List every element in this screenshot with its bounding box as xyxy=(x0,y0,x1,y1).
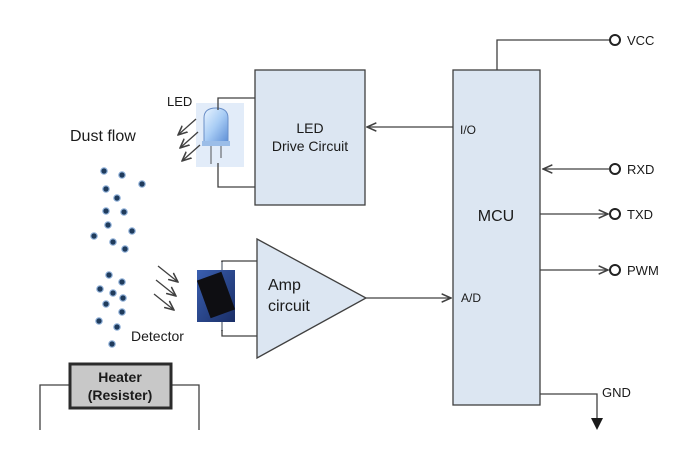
vcc-wire xyxy=(496,39,610,70)
vcc-label: VCC xyxy=(627,33,654,48)
detector-light-rays xyxy=(153,265,178,310)
heater-line2: (Resister) xyxy=(88,387,153,403)
gnd-label: GND xyxy=(602,385,631,400)
txd-label: TXD xyxy=(627,207,653,222)
led-drive-line1: LED xyxy=(296,120,323,136)
mcu-label: MCU xyxy=(478,208,514,225)
pwm-label: PWM xyxy=(627,263,659,278)
detector-label: Detector xyxy=(131,328,184,344)
amp-circuit-block xyxy=(256,237,368,360)
led-light-rays xyxy=(178,118,201,161)
heater-lead-right xyxy=(171,384,200,430)
led-label: LED xyxy=(167,94,192,109)
vcc-terminal xyxy=(609,34,621,46)
photodetector-icon xyxy=(196,261,236,331)
mcu-ad-label: A/D xyxy=(461,291,481,305)
heater-block xyxy=(68,362,173,410)
amp-line1: Amp xyxy=(268,277,301,294)
led-icon xyxy=(196,103,244,167)
led-drive-line2: Drive Circuit xyxy=(272,138,348,154)
amp-line2: circuit xyxy=(268,298,310,315)
mcu-io-label: I/O xyxy=(460,123,476,137)
dust-flow-label: Dust flow xyxy=(70,128,136,145)
mcu-block xyxy=(452,69,541,406)
pwm-terminal xyxy=(609,264,621,276)
rxd-label: RXD xyxy=(627,162,654,177)
txd-terminal xyxy=(609,208,621,220)
rxd-terminal xyxy=(609,163,621,175)
dust-particles xyxy=(90,167,146,348)
heater-line1: Heater xyxy=(98,369,142,385)
gnd-wire xyxy=(540,393,598,419)
ground-arrow-icon xyxy=(591,418,603,430)
heater-lead-left xyxy=(39,384,70,430)
led-drive-circuit-block xyxy=(254,69,366,206)
